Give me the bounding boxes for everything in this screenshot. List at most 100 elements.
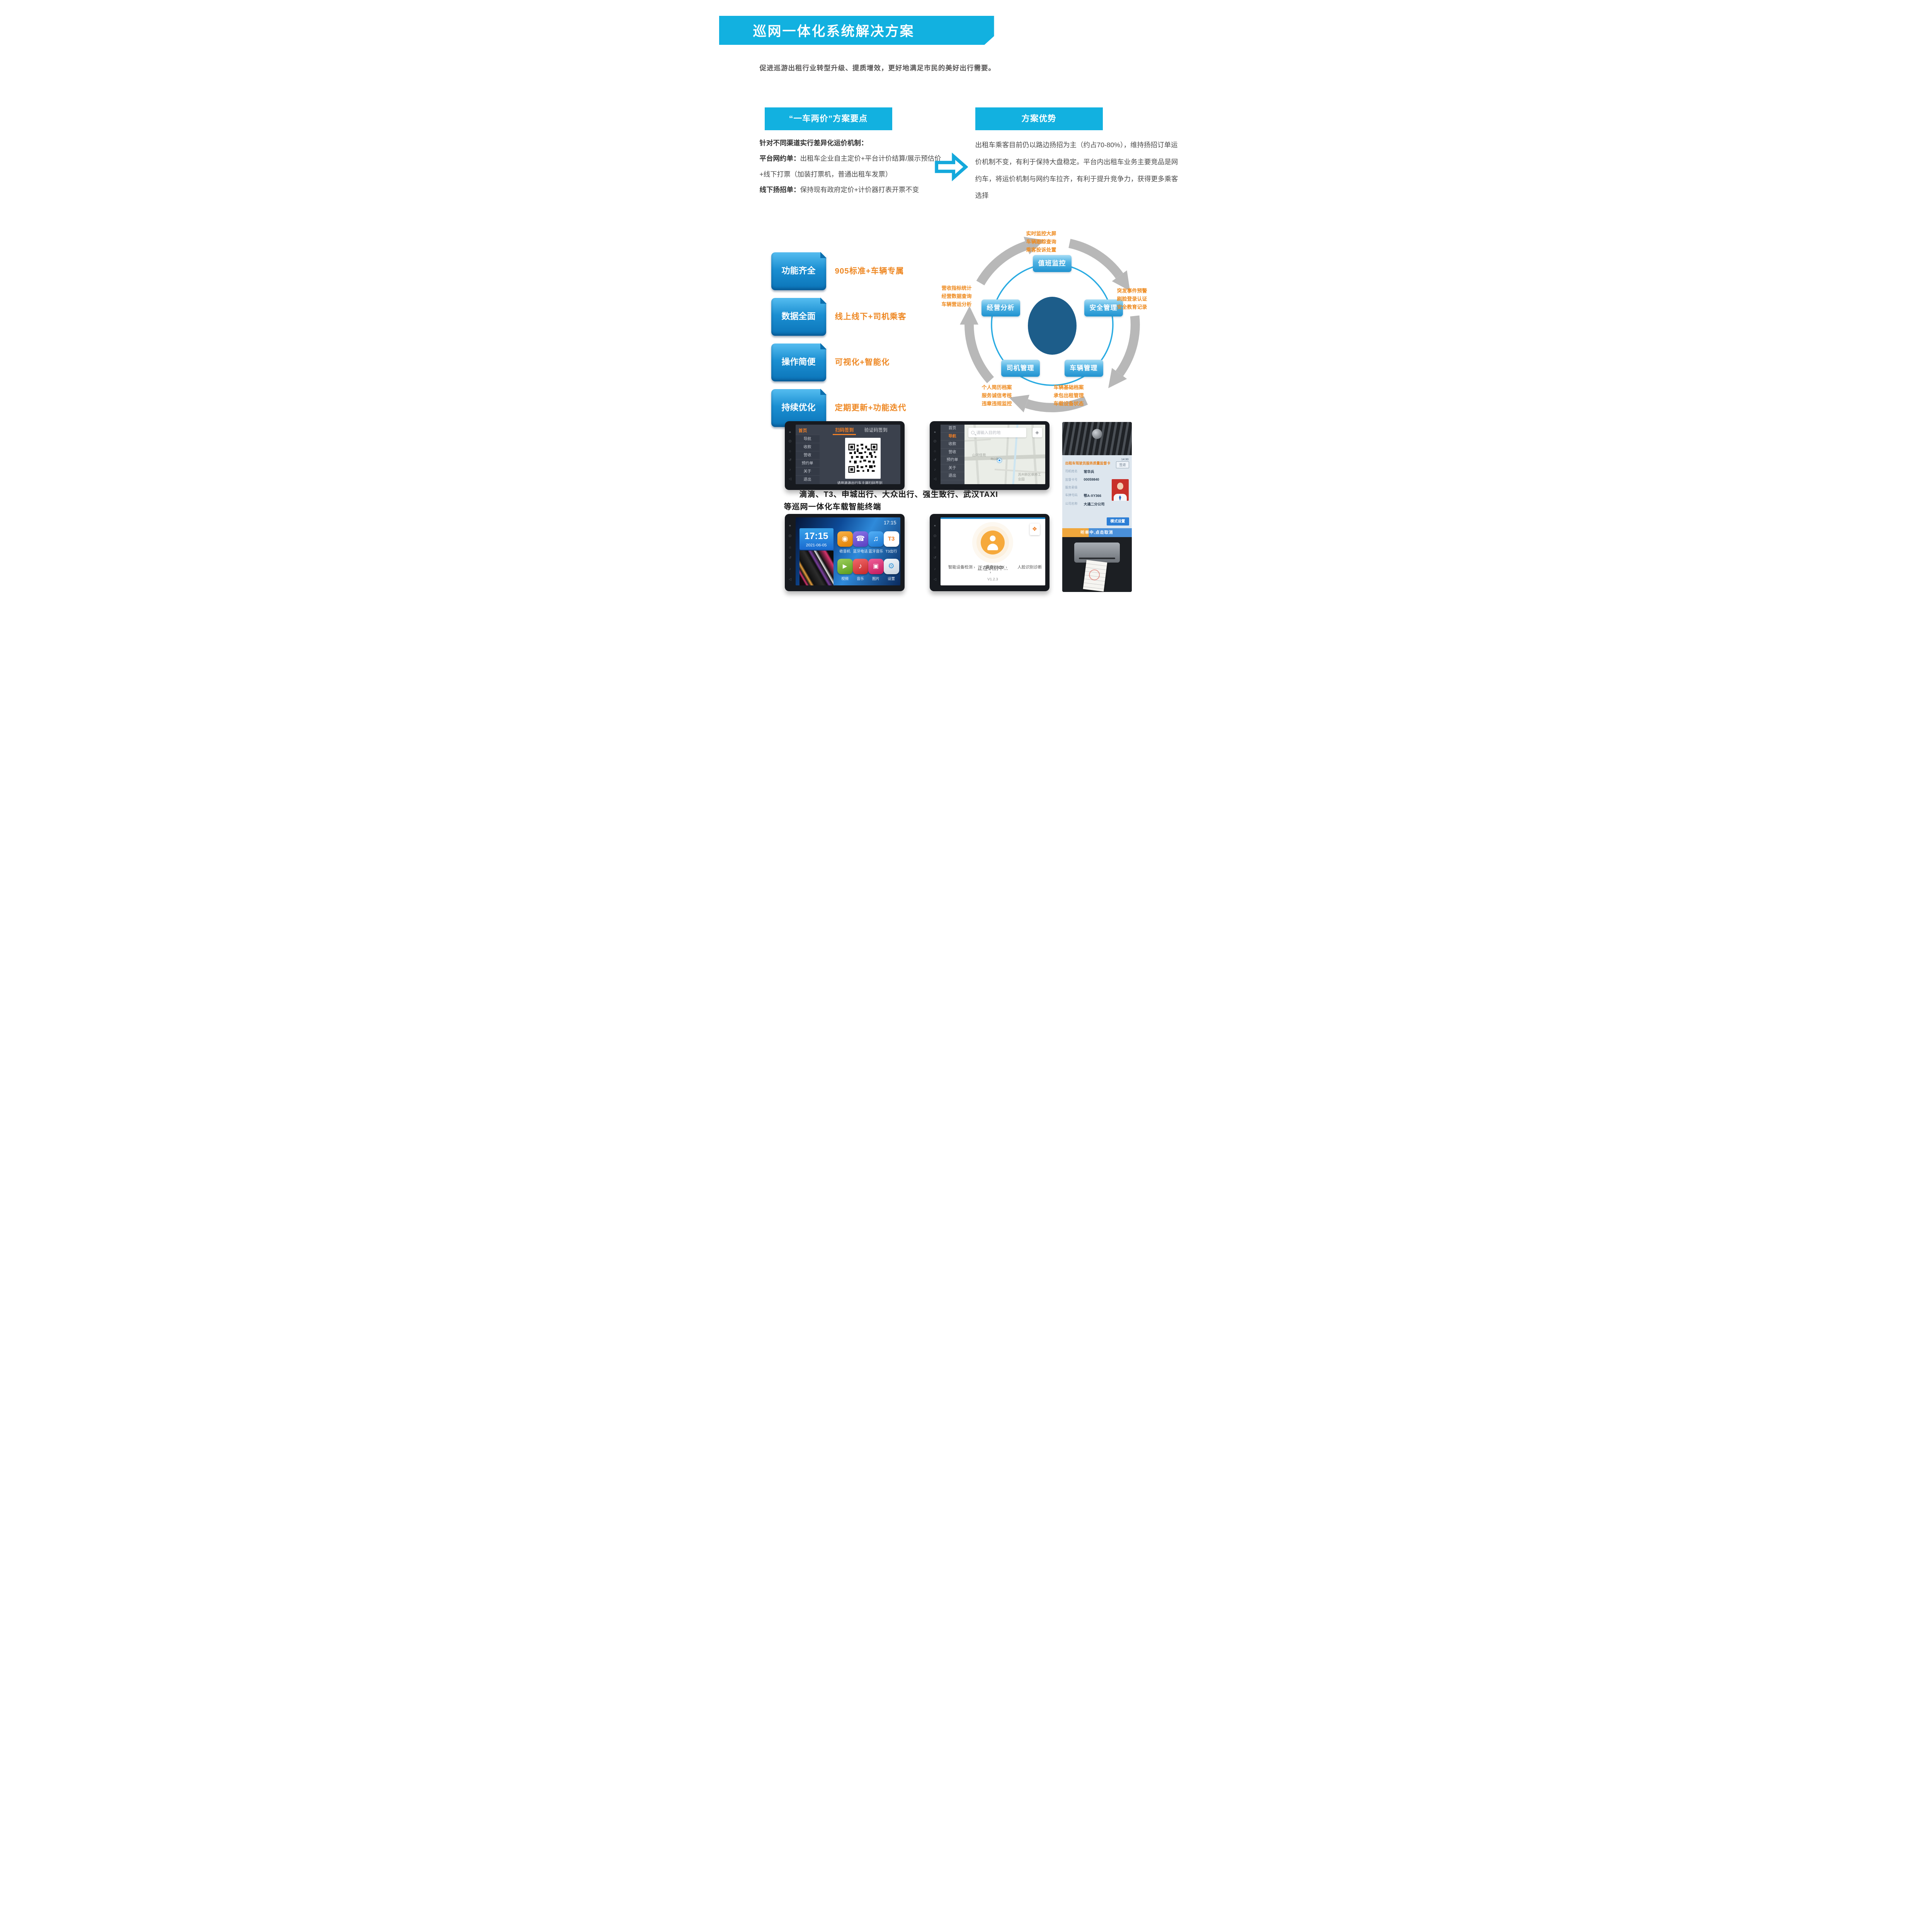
bezel-buttons: ●⏼⌂↺♪◁	[933, 523, 937, 582]
sidebar-item-about[interactable]: 关于	[940, 464, 964, 472]
recognition-status: 正在识别中...	[977, 565, 1008, 571]
sidebar-item-collect[interactable]: 收款	[795, 443, 820, 451]
feature-button-complete: 功能齐全	[771, 252, 827, 290]
sidebar-item-booking[interactable]: 预约单	[940, 456, 964, 464]
launcher-screen: 17:15 17:15 2021-06-05 ◉ 收音机 ☎ 蓝牙电话 ♫	[795, 517, 900, 585]
link-face-diagnose[interactable]: 人脸识别诊断 ›	[990, 565, 1042, 575]
mode-settings-button[interactable]: 模式设置	[1106, 517, 1129, 526]
search-icon	[971, 431, 975, 434]
feature-button-data: 数据全面	[771, 298, 827, 336]
sidebar-item-booking[interactable]: 预约单	[795, 459, 820, 467]
sidebar-item-collect[interactable]: 收款	[940, 440, 964, 449]
qr-caption: 请用滴滴出行车主端扫码签到	[837, 481, 883, 484]
annotation-left: 营收指标统计 经营数据查询 车辆营运分析	[941, 285, 972, 308]
app-video[interactable]: ▶ 视频	[837, 556, 853, 584]
radio-icon: ◉	[837, 531, 853, 547]
right-arrow-icon	[934, 152, 968, 182]
car-air-vents	[1062, 422, 1132, 455]
sidebar-item-about[interactable]: 关于	[795, 467, 820, 475]
sidebar-item-revenue[interactable]: 营收	[795, 451, 820, 459]
signout-button[interactable]: 签退	[1116, 461, 1129, 468]
title-banner: 巡网一体化系统解决方案	[719, 16, 994, 45]
sidebar-item-exit[interactable]: 退出	[940, 472, 964, 480]
sidebar-item-nav[interactable]: 导航	[795, 435, 820, 443]
tab-scan-signin[interactable]: 扫码签到	[833, 427, 856, 435]
bezel-buttons: ●⏼⌂↺♪◁	[788, 430, 792, 481]
sidebar-item-home[interactable]: 首页	[940, 425, 964, 433]
printed-receipt	[1083, 560, 1107, 592]
sidebar-item-revenue[interactable]: 营收	[940, 449, 964, 456]
device-sidebar: 导航 收款 营收 预约单 关于 退出	[795, 435, 820, 484]
driver-photo	[1111, 479, 1129, 501]
app-t3[interactable]: T3 T3出行	[883, 529, 899, 556]
app-radio[interactable]: ◉ 收音机	[837, 529, 853, 556]
app-bt-music[interactable]: ♫ 蓝牙音乐	[868, 529, 884, 556]
plan-points: 针对不同渠道实行差异化运价机制： 平台网约单：出租车企业自主定价+平台计价结算/…	[760, 135, 948, 197]
diagnostic-links: 智能设备检测 › 重启TBOX › 人脸识别诊断 ›	[941, 564, 1045, 575]
album-art	[799, 551, 833, 585]
intro-text: 促进巡游出租行业转型升级、提质增效，更好地满足市民的美好出行需要。	[759, 64, 995, 72]
poster-page: 巡网一体化系统解决方案 促进巡游出租行业转型升级、提质增效，更好地满足市民的美好…	[719, 0, 1198, 616]
qr-code-card	[845, 438, 881, 479]
terminal-device-launcher: ●⏼⌂↺♪◁ 17:15 17:15 2021-06-05 ◉ 收音机 ☎ 蓝牙…	[784, 514, 905, 591]
annotation-bottom-right: 车辆基础档案 承包出租管理 车载设备状态	[1053, 384, 1084, 407]
cycle-node-driver: 司机管理	[1001, 360, 1040, 377]
link-restart-tbox[interactable]: 重启TBOX ›	[985, 565, 1007, 570]
map-label: 苏州新区枫桥工业园	[1018, 473, 1041, 481]
annotation-top: 实时监控大屏 车辆跟踪查询 乘客投诉处置	[1026, 231, 1056, 253]
app-grid: ◉ 收音机 ☎ 蓝牙电话 ♫ 蓝牙音乐 T3 T3出行 ▶ 视频	[837, 529, 899, 584]
vent-knob	[1092, 429, 1102, 439]
clock-time: 17:15	[804, 531, 828, 541]
qr-code	[847, 443, 878, 474]
link-device-check[interactable]: 智能设备检测 ›	[948, 565, 975, 570]
phone-icon: ☎	[852, 531, 868, 547]
video-icon: ▶	[837, 559, 853, 574]
receipt-printer	[1074, 543, 1120, 563]
music-icon: ♪	[852, 559, 868, 574]
left-section-header: “一车两价”方案要点	[764, 107, 892, 130]
terminals-caption: 滴滴、T3、申城出行、大众出行、强生致行、武汉TAXI 等巡网一体化车载智能终端	[784, 490, 998, 511]
tab-code-signin[interactable]: 验证码签到	[864, 427, 888, 433]
cycle-node-vehicle: 车辆管理	[1064, 360, 1103, 377]
clock-date: 2021-06-05	[806, 543, 827, 548]
qr-signin-screen: 首页 扫码签到 验证码签到 导航 收款 营收 预约单 关于 退出	[795, 425, 900, 484]
map-screen: 首页 导航 收款 营收 预约单 关于 退出 请输入目的地 ◈ 山河佳苑 何山路 …	[940, 425, 1045, 484]
annotation-bottom-left: 个人简历档案 服务诚信考核 违章违规监控	[981, 384, 1012, 407]
cycle-node-duty-monitor: 值班监控	[1032, 255, 1072, 272]
signin-tabs: 扫码签到 验证码签到	[820, 427, 900, 435]
app-bt-phone[interactable]: ☎ 蓝牙电话	[852, 529, 868, 556]
locate-icon[interactable]: ◈	[1032, 428, 1042, 437]
device-sidebar: 首页 导航 收款 营收 预约单 关于 退出	[940, 425, 964, 484]
feature-desc-complete: 905标准+车辆专属	[835, 267, 904, 276]
app-music[interactable]: ♪ 音乐	[852, 556, 868, 584]
version-label: V1.2.3	[987, 577, 998, 582]
bt-music-icon: ♫	[868, 531, 884, 547]
order-status-bar[interactable]: 听单中,点击取消	[1062, 528, 1132, 537]
plan-point: 平台网约单：出租车企业自主定价+平台计价结算/展示预估价+线下打票（加装打票机，…	[759, 155, 941, 178]
terminal-device-face: ●⏼⌂↺♪◁ ❖ 正在识别中... 智能设备检测 › 重启TBOX › 人脸识别…	[929, 514, 1050, 591]
gear-icon: ⚙	[883, 559, 899, 574]
face-avatar-icon	[981, 531, 1005, 554]
sidebar-item-nav-active[interactable]: 导航	[940, 433, 964, 440]
statusbar-clock: 17:15	[883, 520, 896, 526]
feature-button-optimize: 持续优化	[771, 389, 827, 427]
destination-search-input[interactable]: 请输入目的地	[968, 428, 1026, 437]
receipt-printer-area	[1062, 537, 1132, 592]
sidebar-item-exit[interactable]: 退出	[795, 475, 820, 483]
feature-desc-easy: 可视化+智能化	[835, 358, 890, 367]
map-label: 山河佳苑	[972, 453, 986, 457]
feature-desc-optimize: 定期更新+功能迭代	[835, 403, 907, 412]
supervision-card-title: 出租车驾驶员服务质量监督卡	[1065, 461, 1111, 465]
app-settings[interactable]: ⚙ 设置	[883, 556, 899, 584]
map-road-label: 何山路	[990, 458, 999, 461]
cycle-node-operation: 经营分析	[981, 299, 1020, 316]
home-menu-item[interactable]: 首页	[798, 429, 807, 433]
cycle-diagram	[959, 236, 1140, 413]
right-section-header: 方案优势	[975, 107, 1103, 130]
app-gallery[interactable]: ▣ 图片	[868, 556, 884, 584]
clock-widget: 17:15 2021-06-05	[799, 528, 833, 585]
annotation-right: 突发事件预警 刷脸登录认证 安全教育记录	[1117, 288, 1147, 310]
